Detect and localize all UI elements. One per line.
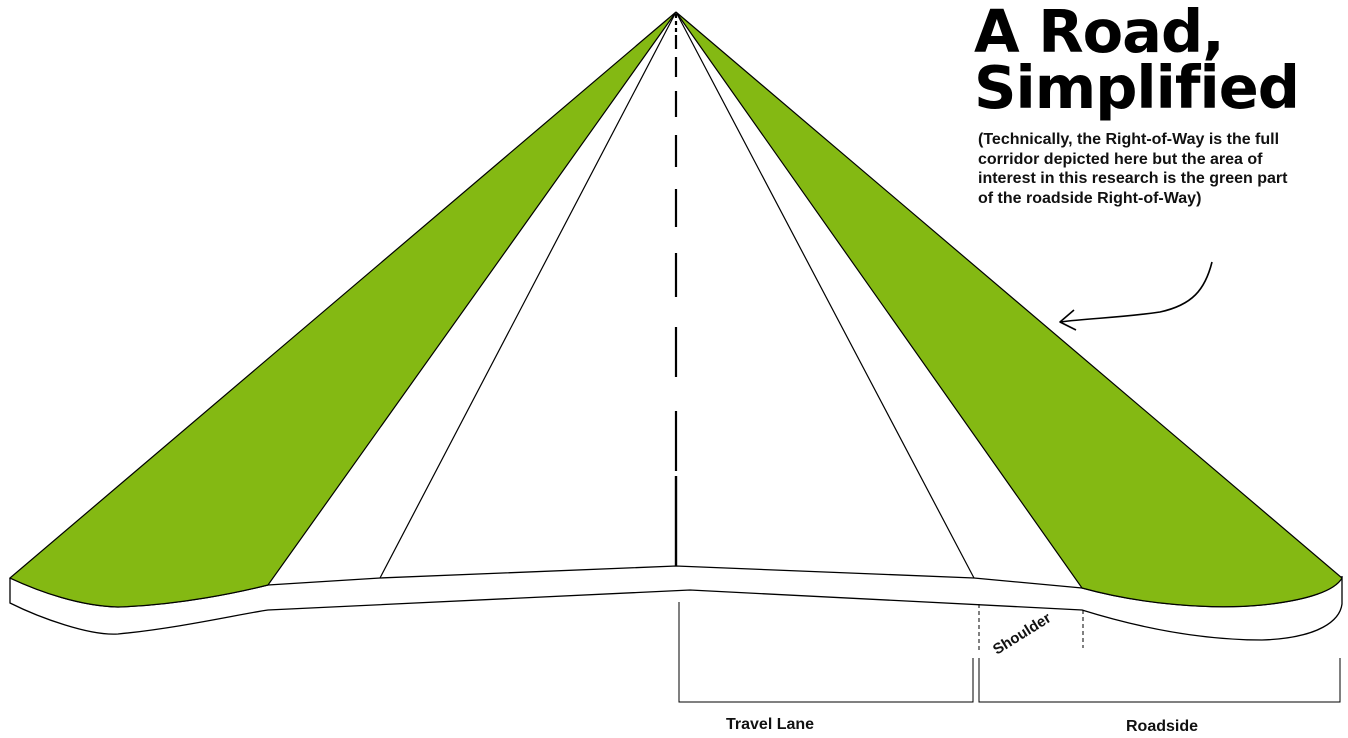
roadside-label: Roadside: [1126, 718, 1198, 736]
travel-lane-label: Travel Lane: [726, 716, 814, 734]
diagram-subtitle: (Technically, the Right-of-Way is the fu…: [978, 130, 1298, 208]
title-line-2: Simplified: [974, 60, 1299, 116]
roadside-bracket: [979, 658, 1340, 702]
travel-lane-bracket: [679, 602, 973, 702]
callout-arrow-icon: [1060, 262, 1212, 322]
title-line-1: A Road,: [974, 4, 1299, 60]
diagram-title: A Road, Simplified: [974, 4, 1299, 116]
left-roadside-green: [10, 12, 676, 607]
